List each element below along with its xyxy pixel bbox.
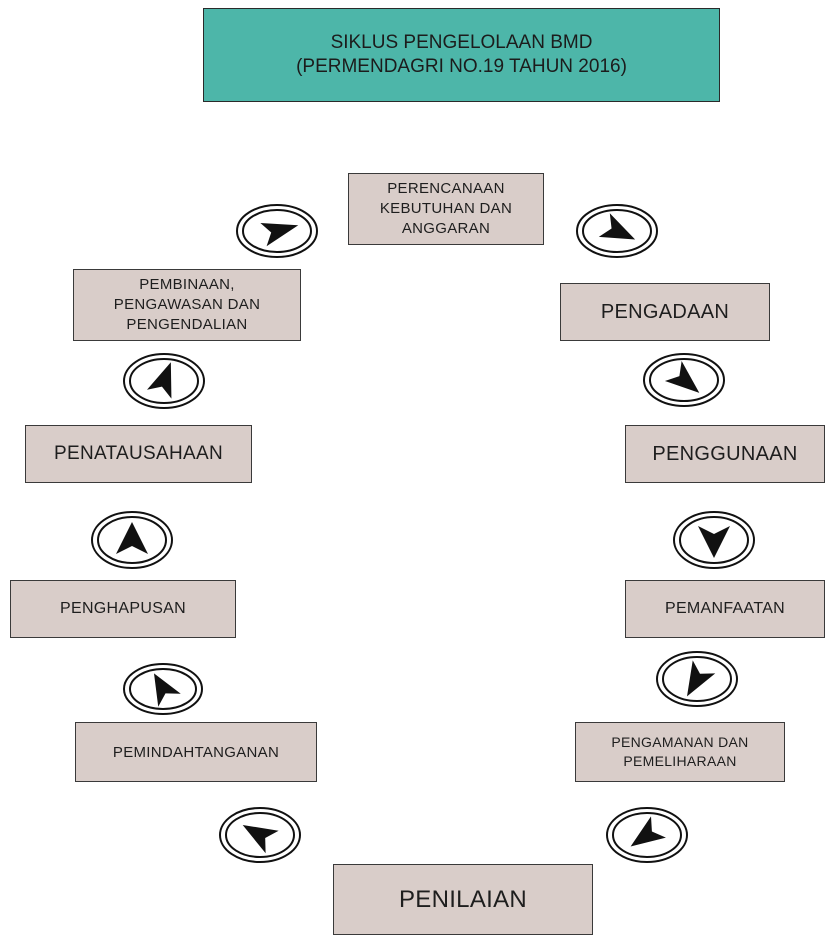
diagram-title-line1: SIKLUS PENGELOLAAN BMD [330, 32, 593, 53]
arrow-penggunaan-to-pemanfaatan-icon [672, 510, 756, 570]
arrow-pengadaan-to-penggunaan-icon [642, 352, 726, 408]
diagram-title-box: SIKLUS PENGELOLAAN BMD (PERMENDAGRI NO.1… [203, 8, 720, 102]
step-pemindahtanganan: PEMINDAHTANGANAN [75, 722, 317, 782]
arrow-pembinaan-to-perencanaan-icon [235, 203, 319, 259]
arrow-penilaian-to-pemindahtanganan-icon [218, 806, 302, 864]
step-pengamanan-pemeliharaan: PENGAMANAN DAN PEMELIHARAAN [575, 722, 785, 782]
step-pemanfaatan: PEMANFAATAN [625, 580, 825, 638]
arrow-perencanaan-to-pengadaan-icon [575, 203, 659, 259]
step-penilaian: PENILAIAN [333, 864, 593, 935]
step-perencanaan: PERENCANAAN KEBUTUHAN DAN ANGGARAN [348, 173, 544, 245]
arrow-penatausahaan-to-pembinaan-icon [122, 352, 206, 410]
step-penggunaan: PENGGUNAAN [625, 425, 825, 483]
step-penatausahaan: PENATAUSAHAAN [25, 425, 252, 483]
arrow-pengamanan-to-penilaian-icon [605, 806, 689, 864]
step-pengadaan: PENGADAAN [560, 283, 770, 341]
step-penghapusan: PENGHAPUSAN [10, 580, 236, 638]
step-pembinaan: PEMBINAAN, PENGAWASAN DAN PENGENDALIAN [73, 269, 301, 341]
arrow-pemindahtanganan-to-penghapusan-icon [122, 662, 204, 716]
arrow-penghapusan-to-penatausahaan-icon [90, 510, 174, 570]
diagram-title-line2: (PERMENDAGRI NO.19 TAHUN 2016) [296, 56, 627, 77]
arrow-pemanfaatan-to-pengamanan-icon [655, 650, 739, 708]
